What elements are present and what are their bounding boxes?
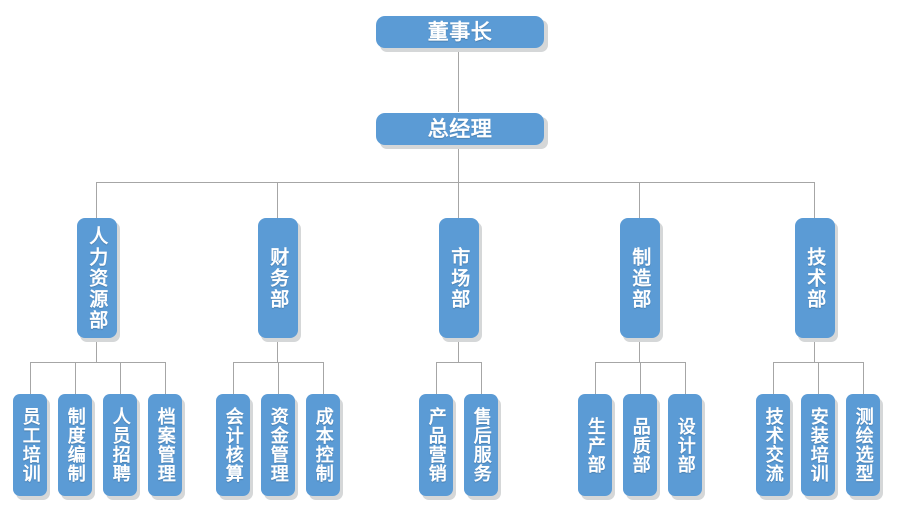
- connector-drop-finance: [277, 182, 278, 218]
- connector-manufacture-drop-2: [640, 362, 641, 395]
- node-chairman[interactable]: 董事长: [376, 16, 544, 48]
- connector-hr-drop-4: [165, 362, 166, 395]
- connector-drop-hr: [96, 182, 97, 218]
- connector-hr-bus: [30, 362, 165, 363]
- connector-manufacture-stem: [639, 340, 640, 362]
- node-general-manager[interactable]: 总经理: [376, 113, 544, 145]
- node-marketing-dept[interactable]: 市场部: [439, 218, 479, 338]
- connector-tech-drop-2: [818, 362, 819, 395]
- connector-level2-bus: [96, 182, 814, 183]
- connector-hr-drop-3: [120, 362, 121, 395]
- connector-hr-drop-1: [30, 362, 31, 395]
- connector-tech-stem: [814, 340, 815, 362]
- connector-manufacture-drop-1: [595, 362, 596, 395]
- connector-market-stem: [458, 340, 459, 362]
- node-manufacturing-dept[interactable]: 制造部: [620, 218, 660, 338]
- connector-hr-drop-2: [75, 362, 76, 395]
- node-installation-training[interactable]: 安装培训: [801, 394, 835, 496]
- node-product-marketing[interactable]: 产品营销: [419, 394, 453, 496]
- connector-finance-drop-2: [278, 362, 279, 395]
- node-quality-dept[interactable]: 品质部: [623, 394, 657, 496]
- connector-tech-drop-3: [863, 362, 864, 395]
- connector-hr-stem: [96, 340, 97, 362]
- node-cost-control[interactable]: 成本控制: [306, 394, 340, 496]
- connector-gm-stem: [458, 147, 459, 182]
- connector-drop-tech: [814, 182, 815, 218]
- node-survey-selection[interactable]: 测绘选型: [846, 394, 880, 496]
- node-human-resources-dept[interactable]: 人力资源部: [77, 218, 117, 338]
- node-accounting[interactable]: 会计核算: [216, 394, 250, 496]
- node-after-sales-service[interactable]: 售后服务: [464, 394, 498, 496]
- connector-finance-drop-3: [323, 362, 324, 395]
- connector-market-drop-1: [436, 362, 437, 395]
- connector-finance-drop-1: [233, 362, 234, 395]
- node-finance-dept[interactable]: 财务部: [258, 218, 298, 338]
- node-system-establishment[interactable]: 制度编制: [58, 394, 92, 496]
- connector-market-bus: [436, 362, 481, 363]
- node-archive-management[interactable]: 档案管理: [148, 394, 182, 496]
- node-technical-exchange[interactable]: 技术交流: [756, 394, 790, 496]
- connector-chairman-to-gm: [458, 48, 459, 112]
- connector-drop-market: [458, 182, 459, 218]
- connector-drop-manufacture: [639, 182, 640, 218]
- connector-market-drop-2: [481, 362, 482, 395]
- node-personnel-recruitment[interactable]: 人员招聘: [103, 394, 137, 496]
- node-technology-dept[interactable]: 技术部: [795, 218, 835, 338]
- connector-finance-stem: [277, 340, 278, 362]
- connector-tech-drop-1: [773, 362, 774, 395]
- node-employee-training[interactable]: 员工培训: [13, 394, 47, 496]
- connector-manufacture-drop-3: [685, 362, 686, 395]
- node-design-dept[interactable]: 设计部: [668, 394, 702, 496]
- node-fund-management[interactable]: 资金管理: [261, 394, 295, 496]
- node-production-dept[interactable]: 生产部: [578, 394, 612, 496]
